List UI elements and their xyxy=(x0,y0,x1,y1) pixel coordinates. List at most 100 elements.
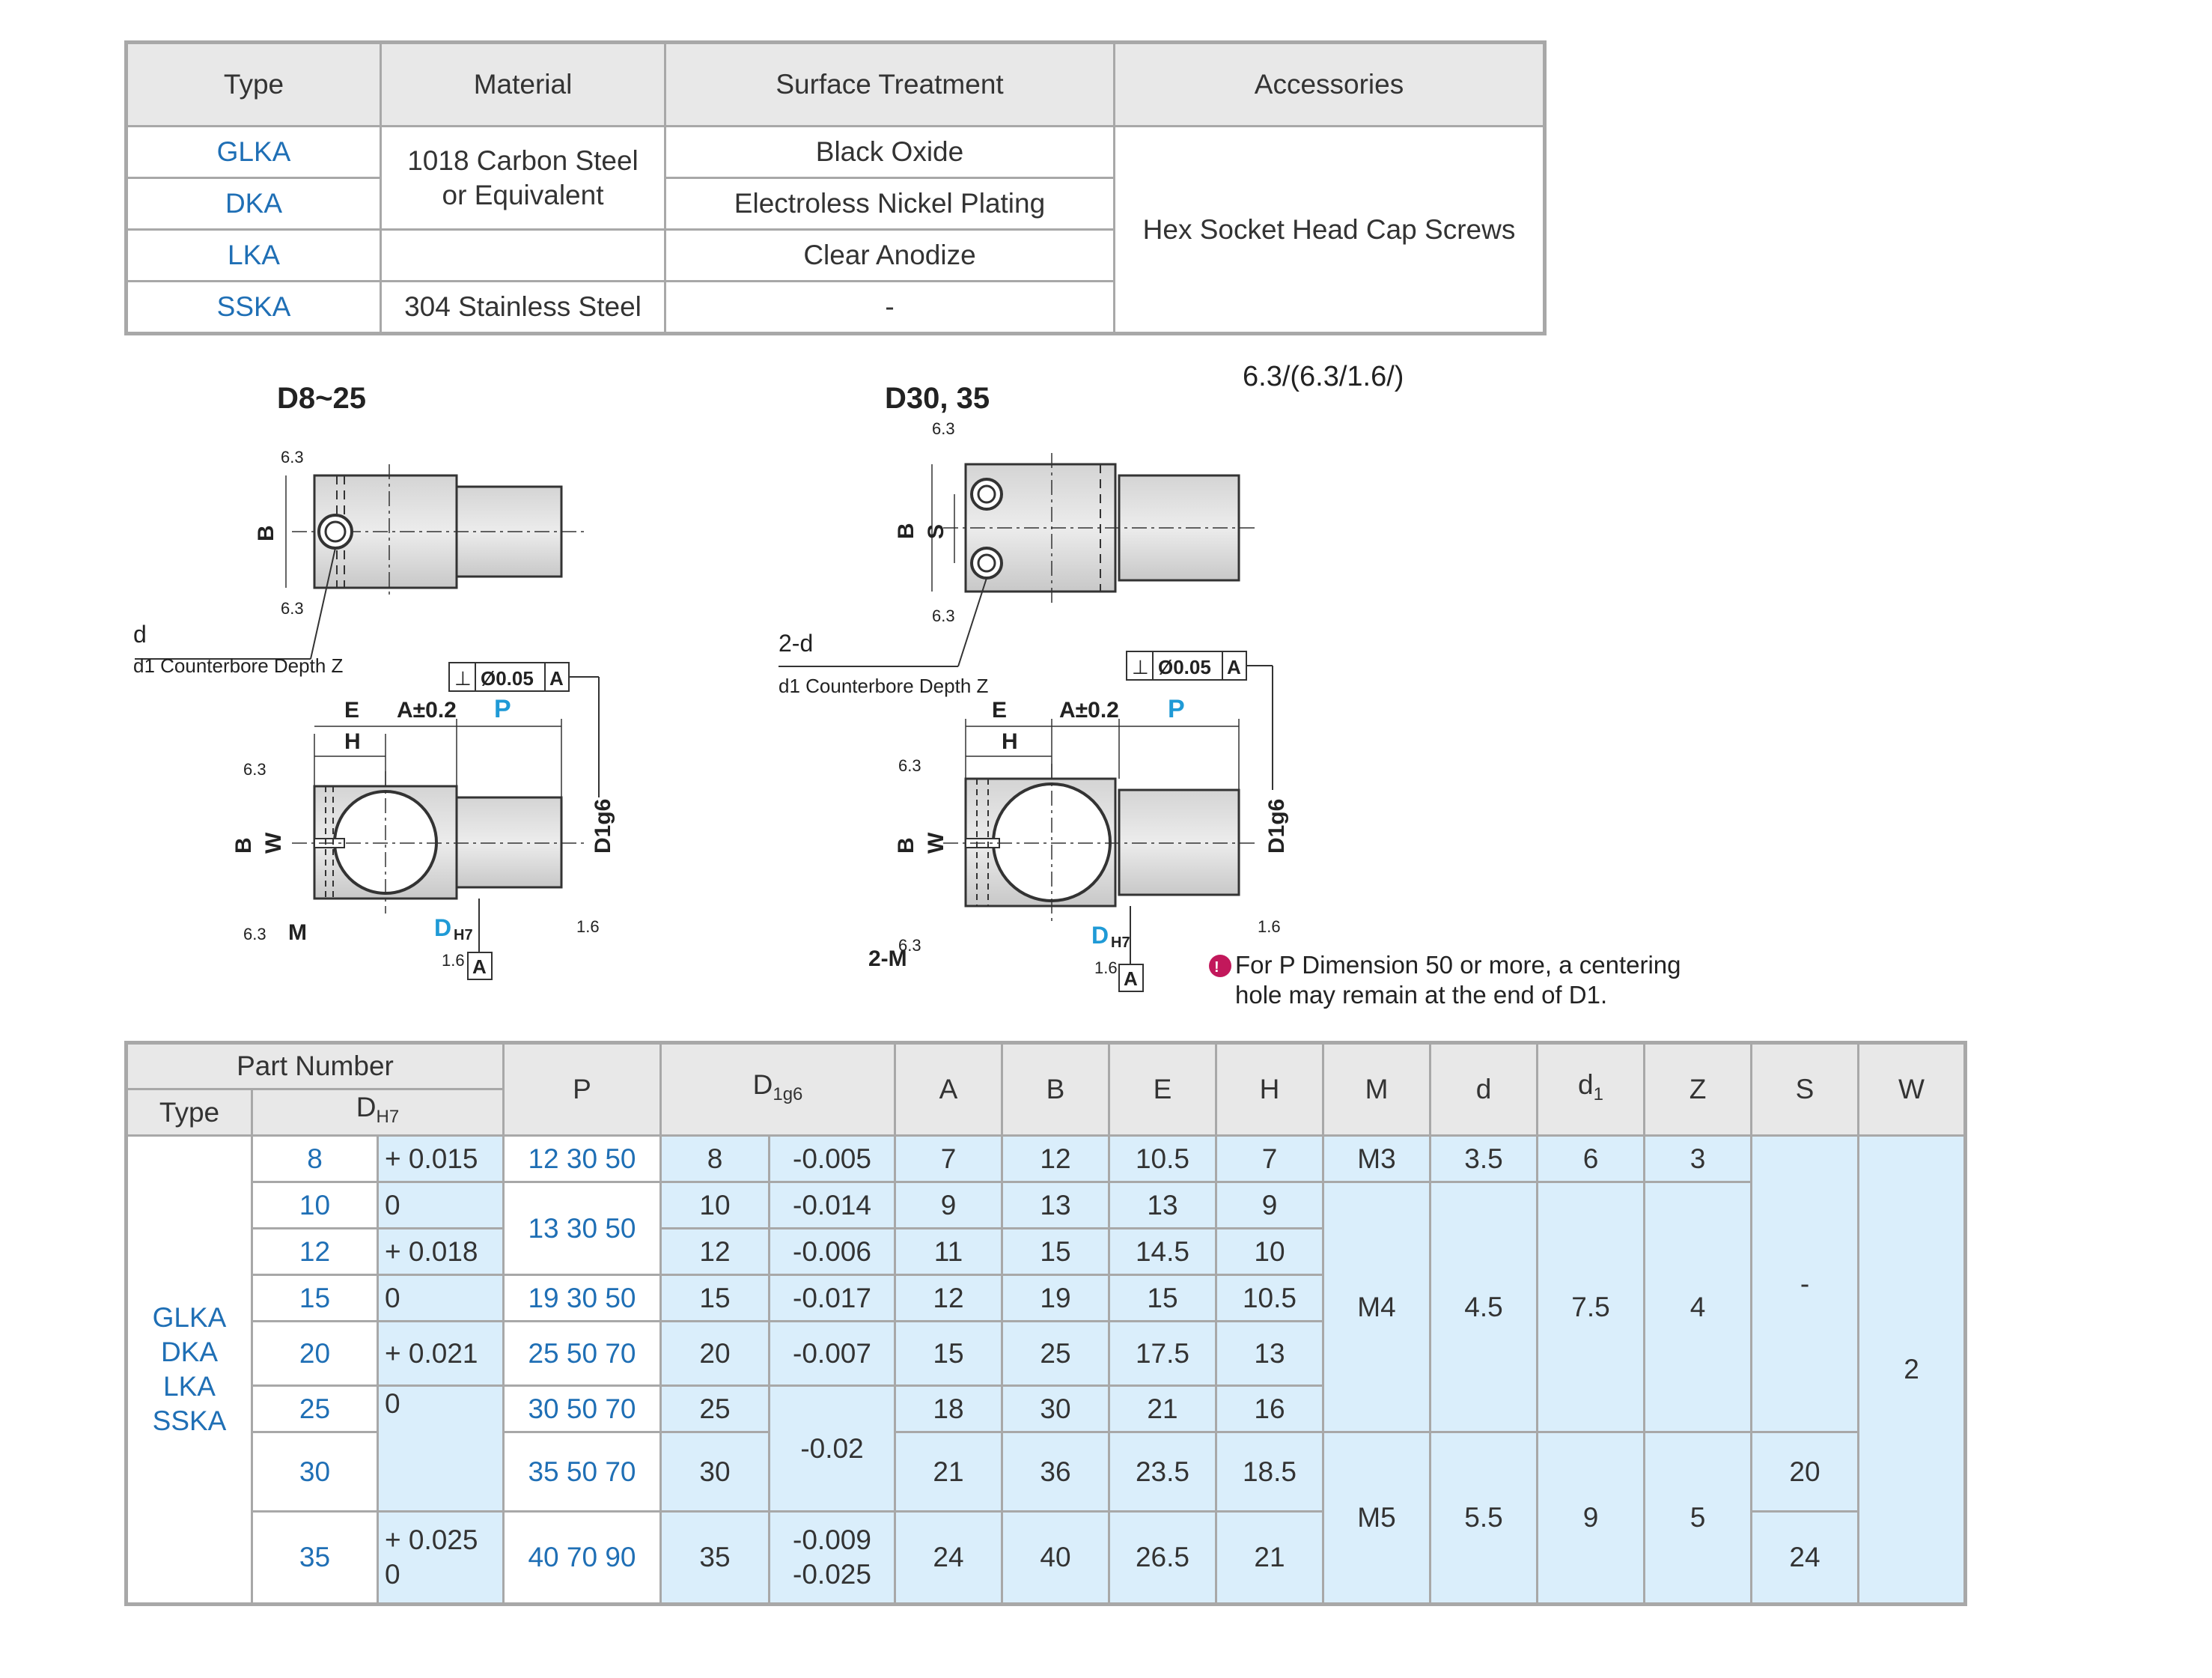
p-value-link[interactable]: 12 30 50 xyxy=(502,1134,662,1183)
dims-header-row-1: Part Number P D1g6 A B E H M d d1 Z S W xyxy=(125,1042,1966,1137)
d1-col-value: 6 xyxy=(1536,1134,1645,1183)
spec-type-link[interactable]: DKA xyxy=(125,177,382,231)
p-value-link[interactable]: 30 50 70 xyxy=(502,1384,662,1433)
d1-value: 12 xyxy=(659,1227,770,1276)
d-value-link[interactable]: 30 xyxy=(251,1431,379,1513)
e-value: 10.5 xyxy=(1108,1134,1217,1183)
svg-text:⊥: ⊥ xyxy=(454,667,472,690)
spec-row: SSKA 304 Stainless Steel - xyxy=(125,280,1545,335)
right-dim-E: E xyxy=(992,698,1007,723)
d-value-link[interactable]: 15 xyxy=(251,1274,379,1322)
right-front-view xyxy=(943,719,1258,921)
type-link[interactable]: GLKA xyxy=(152,1302,227,1333)
d1-value: 10 xyxy=(659,1181,770,1229)
dh7-tol: 0 xyxy=(377,1274,505,1322)
d1-value: 8 xyxy=(659,1134,770,1183)
dh7-tol: 0 xyxy=(377,1384,505,1513)
spec-material: 304 Stainless Steel xyxy=(380,280,666,335)
d-value-link[interactable]: 20 xyxy=(251,1320,379,1387)
s-value: 20 xyxy=(1750,1431,1859,1513)
b-value: 25 xyxy=(1001,1320,1110,1387)
table-row: GLKA DKA LKA SSKA 8 + 0.015 12 30 50 8 -… xyxy=(125,1134,1966,1605)
left-dim-E: E xyxy=(344,698,359,723)
d-value-link[interactable]: 25 xyxy=(251,1384,379,1433)
h-value: 7 xyxy=(1215,1134,1324,1183)
left-roughness-front2: 6.3 xyxy=(243,925,266,943)
left-roughness-top: 6.3 xyxy=(281,448,304,466)
a-value: 11 xyxy=(894,1227,1003,1276)
header-d: d xyxy=(1429,1042,1538,1137)
d1-col-value: 7.5 xyxy=(1536,1181,1645,1433)
spec-header-row: Type Material Surface Treatment Accessor… xyxy=(125,41,1546,127)
table-row: 10 0 13 30 50 10 -0.014 9 13 13 9 M4 4.5… xyxy=(127,1181,1966,1433)
right-dim-H: H xyxy=(1002,729,1018,754)
p-value-link[interactable]: 25 50 70 xyxy=(502,1320,662,1387)
d-value-link[interactable]: 12 xyxy=(251,1227,379,1276)
right-dim-B-top: B xyxy=(894,523,918,539)
e-value: 21 xyxy=(1108,1384,1217,1433)
spec-type-link[interactable]: GLKA xyxy=(125,125,382,179)
type-link[interactable]: LKA xyxy=(163,1371,216,1402)
right-perp-value: Ø0.05 xyxy=(1158,656,1211,678)
d1-value: 20 xyxy=(659,1320,770,1387)
right-perp-frame: ⊥ Ø0.05 A xyxy=(1126,651,1273,790)
table-row: 15 0 19 30 50 15 -0.017 12 19 15 10.5 xyxy=(127,1274,1966,1322)
w-value: 2 xyxy=(1857,1134,1966,1605)
left-dim-P: P xyxy=(494,695,511,723)
header-e: E xyxy=(1108,1042,1217,1137)
left-roughness-dh7: 1.6 xyxy=(442,951,465,970)
header-dh7: DH7 xyxy=(251,1088,505,1137)
d1-tol: -0.02 xyxy=(768,1384,896,1513)
header-d1g6: D1g6 xyxy=(659,1042,896,1137)
header-b: B xyxy=(1001,1042,1110,1137)
p-value-link[interactable]: 19 30 50 xyxy=(502,1274,662,1322)
type-link[interactable]: SSKA xyxy=(152,1405,227,1436)
p-value-link[interactable]: 35 50 70 xyxy=(502,1431,662,1513)
left-datum-label: A xyxy=(472,955,487,978)
d-value-link[interactable]: 10 xyxy=(251,1181,379,1229)
d1-tol-pair: -0.009-0.025 xyxy=(768,1510,896,1605)
type-link[interactable]: DKA xyxy=(160,1337,219,1367)
p-value-link[interactable]: 13 30 50 xyxy=(502,1181,662,1276)
d1-col-value: 9 xyxy=(1536,1431,1645,1605)
a-value: 9 xyxy=(894,1181,1003,1229)
left-perp-datum: A xyxy=(549,667,564,690)
d-col-value: 3.5 xyxy=(1429,1134,1538,1183)
material-spec-table: Type Material Surface Treatment Accessor… xyxy=(124,40,1547,335)
header-part-number: Part Number xyxy=(125,1042,505,1090)
table-row: 20 + 0.021 25 50 70 20 -0.007 15 25 17.5… xyxy=(127,1320,1966,1387)
header-d1: d1 xyxy=(1536,1042,1645,1137)
header-s: S xyxy=(1750,1042,1859,1137)
dh7-tol: + 0.018 xyxy=(377,1227,505,1276)
right-dim-S: S xyxy=(924,524,948,539)
a-value: 12 xyxy=(894,1274,1003,1322)
spec-type-link[interactable]: LKA xyxy=(125,228,382,282)
right-dim-P: P xyxy=(1168,695,1185,723)
left-dim-A: A±0.2 xyxy=(397,698,457,723)
left-dim-H: H xyxy=(344,729,361,754)
spec-type-link[interactable]: SSKA xyxy=(125,280,382,335)
right-datum-box: A xyxy=(1118,906,1144,992)
right-datum-label: A xyxy=(1124,967,1138,990)
d1-tol: -0.005 xyxy=(768,1134,896,1183)
e-value: 17.5 xyxy=(1108,1320,1217,1387)
right-roughness-d1: 1.6 xyxy=(1258,917,1281,936)
a-value: 21 xyxy=(894,1431,1003,1513)
b-value: 36 xyxy=(1001,1431,1110,1513)
right-drawing-title: D30, 35 xyxy=(885,382,990,415)
right-top-view xyxy=(931,453,1258,603)
s-value: 24 xyxy=(1750,1510,1859,1605)
left-dim-D: D xyxy=(434,914,451,941)
left-perp-value: Ø0.05 xyxy=(481,667,534,690)
d-value-link[interactable]: 35 xyxy=(251,1510,379,1605)
p-value-link[interactable]: 40 70 90 xyxy=(502,1510,662,1605)
a-value: 7 xyxy=(894,1134,1003,1183)
left-dim-D1: D1g6 xyxy=(591,799,615,854)
e-value: 13 xyxy=(1108,1181,1217,1229)
d-value-link[interactable]: 8 xyxy=(251,1134,379,1183)
header-type: Type xyxy=(125,1088,253,1137)
right-dim-B: B xyxy=(894,837,918,854)
spec-header-accessories: Accessories xyxy=(1113,41,1546,127)
